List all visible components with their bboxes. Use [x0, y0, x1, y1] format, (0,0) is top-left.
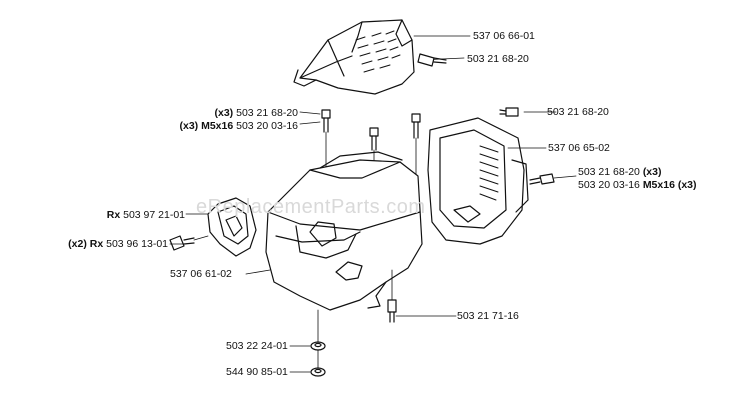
- right-pair-1-qty: (x3): [642, 166, 662, 178]
- right-pair-1-part: 503 21 68-20: [578, 166, 640, 178]
- label-washer-2: 544 90 85-01: [226, 366, 288, 378]
- right-screw: [499, 107, 519, 117]
- label-right-screw: 503 21 68-20: [547, 106, 609, 118]
- screw-x3-qty: (x3): [214, 107, 234, 119]
- label-left-cover: Rx 503 97 21-01: [40, 209, 185, 221]
- label-right-cover: 537 06 65-02: [548, 142, 610, 154]
- label-top-screw: 503 21 68-20: [467, 53, 529, 65]
- left-cover-part: 503 97 21-01: [123, 209, 185, 221]
- screw-x3-part: 503 21 68-20: [236, 107, 298, 119]
- left-cover-prefix: Rx: [106, 209, 121, 221]
- washer-2: [310, 367, 326, 377]
- leader-lines: [169, 35, 547, 373]
- label-m5x16: (x3) M5x16 503 20 03-16: [150, 120, 298, 132]
- main-housing-part: [265, 151, 423, 311]
- label-right-pair-1: 503 21 68-20 (x3): [578, 166, 662, 178]
- top-screw: [417, 53, 447, 67]
- top-cover-part: [293, 19, 415, 95]
- label-left-screw: (x2) Rx 503 96 13-01: [20, 238, 168, 250]
- watermark: eReplacementParts.com: [196, 196, 426, 218]
- label-washer-1: 503 22 24-01: [226, 340, 288, 352]
- left-screw: [169, 235, 209, 251]
- label-bottom-screw: 503 21 71-16: [457, 310, 519, 322]
- right-side-screw: [529, 173, 577, 185]
- label-main-housing: 537 06 61-02: [170, 268, 232, 280]
- washer-1: [310, 341, 326, 351]
- left-cover-part: [207, 197, 257, 257]
- right-pair-2-qty: M5x16 (x3): [642, 179, 697, 191]
- m5-qty: (x3) M5x16: [179, 120, 234, 132]
- right-cover-part: [427, 117, 529, 245]
- label-top-cover: 537 06 66-01: [473, 30, 535, 42]
- label-right-pair-2: 503 20 03-16 M5x16 (x3): [578, 179, 697, 191]
- label-screw-x3: (x3) 503 21 68-20: [150, 107, 299, 119]
- left-screw-part: 503 96 13-01: [106, 238, 168, 250]
- bottom-screw: [387, 269, 397, 323]
- left-screw-prefix: (x2) Rx: [68, 238, 104, 250]
- right-pair-2-part: 503 20 03-16: [578, 179, 640, 191]
- m5-part: 503 20 03-16: [236, 120, 298, 132]
